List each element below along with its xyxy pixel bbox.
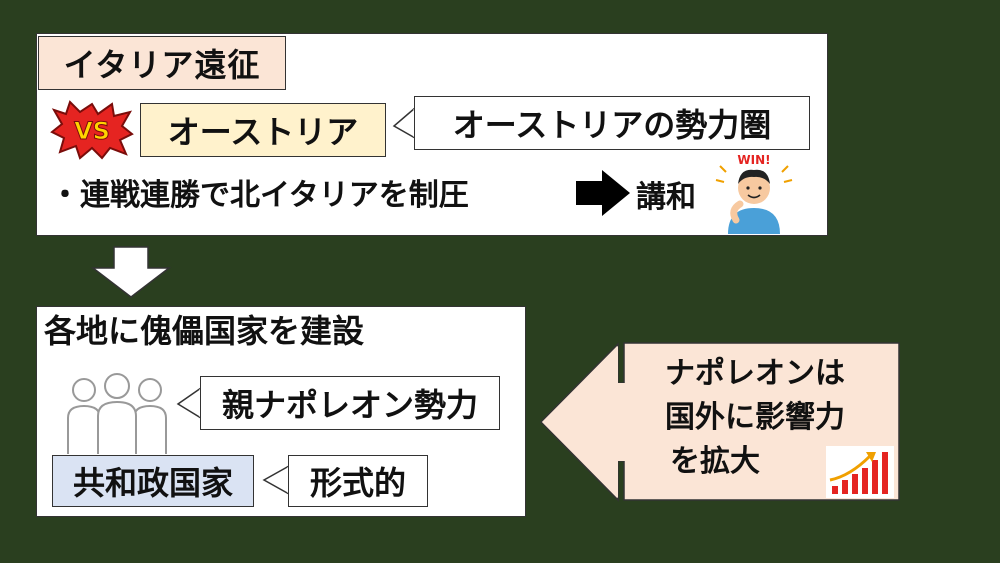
- influence-line-1: ナポレオンは: [665, 356, 845, 391]
- panel-title-italian-campaign: イタリア遠征: [38, 36, 286, 90]
- right-arrow-icon: [576, 170, 630, 216]
- vs-badge-text: VS: [74, 117, 110, 145]
- vs-badge-icon: VS: [50, 100, 134, 160]
- growth-chart-icon: [826, 446, 894, 498]
- callout-pro-napoleon: 親ナポレオン勢力: [200, 376, 500, 430]
- callout-austrian-sphere: オーストリアの勢力圏: [414, 96, 810, 150]
- panel-title-puppet-states: 各地に傀儡国家を建設: [44, 312, 365, 350]
- influence-line-2: 国外に影響力: [665, 400, 845, 435]
- influence-arrow: [539, 342, 900, 502]
- influence-line-3: を拡大: [670, 444, 760, 479]
- influence-text: ナポレオンは 国外に影響力 を拡大: [620, 352, 890, 484]
- republic-states-label: 共和政国家: [52, 455, 254, 507]
- peace-text: 講和: [636, 180, 696, 215]
- opponent-austria-label: オーストリア: [140, 103, 386, 157]
- callout-formal: 形式的: [288, 455, 428, 507]
- callout-pointer: [392, 106, 417, 140]
- win-person-icon: WIN!: [715, 153, 793, 234]
- conquest-text: ・連戦連勝で北イタリアを制圧: [50, 178, 469, 213]
- callout-pointer: [262, 464, 291, 496]
- win-label: WIN!: [737, 153, 770, 167]
- people-group-icon: [67, 373, 167, 454]
- down-arrow-icon: [90, 246, 172, 298]
- callout-pointer: [176, 386, 203, 420]
